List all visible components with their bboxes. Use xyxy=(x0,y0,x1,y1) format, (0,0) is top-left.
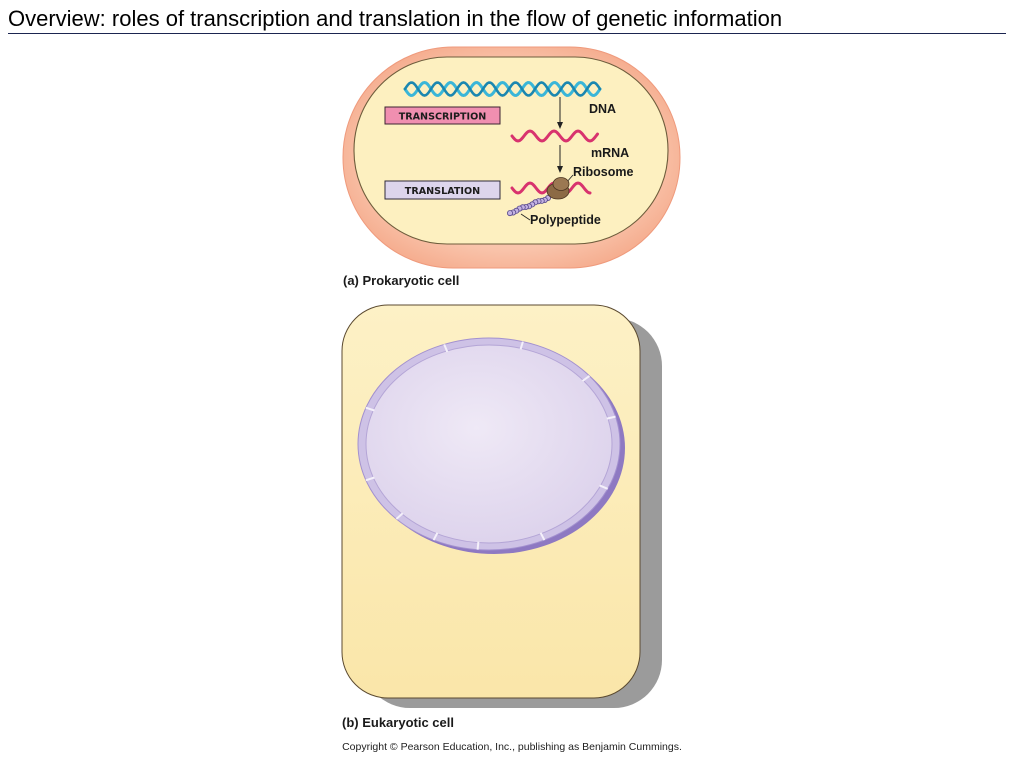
nucleoplasm xyxy=(365,344,613,544)
nuclear-pore xyxy=(476,541,480,550)
nuclear-pore xyxy=(365,406,375,412)
ribosome xyxy=(546,177,570,200)
nuclear-pore xyxy=(519,341,524,350)
dna-helix xyxy=(403,80,602,98)
caption-eukaryotic: (b) Eukaryotic cell xyxy=(342,715,454,730)
nuclear-pore xyxy=(599,484,609,490)
copyright-notice: Copyright © Pearson Education, Inc., pub… xyxy=(342,741,682,753)
nuclear-pore xyxy=(606,415,616,420)
dna-strand xyxy=(403,80,602,98)
mrna-label: mRNA xyxy=(591,146,629,160)
nuclear-pore xyxy=(432,532,439,541)
nuclear-pore xyxy=(581,375,590,382)
translation-box: TRANSLATION xyxy=(384,180,501,200)
translation-label: TRANSLATION xyxy=(405,186,480,197)
caption-prokaryotic: (a) Prokaryotic cell xyxy=(343,273,459,288)
nuclear-pore xyxy=(539,532,546,541)
transcription-arrow xyxy=(557,97,563,129)
mrna-strand xyxy=(510,129,599,143)
translation-arrow xyxy=(557,145,563,173)
nuclear-pore xyxy=(365,476,375,482)
polypeptide-label: Polypeptide xyxy=(530,213,601,227)
slide-title: Overview: roles of transcription and tra… xyxy=(8,6,1006,34)
eukaryotic-cell: (b) Eukaryotic cell xyxy=(341,304,662,730)
nuclear-pore xyxy=(395,512,404,520)
dna-strand xyxy=(403,81,602,97)
nuclear-pores xyxy=(365,341,616,550)
polypeptide-bead xyxy=(506,210,513,217)
ribosome-label: Ribosome xyxy=(573,165,633,179)
prokaryotic-cell: TRANSCRIPTION DNA mRNA TRANSLATION Ribos… xyxy=(342,46,681,288)
polypeptide-chain xyxy=(506,194,552,217)
polypeptide-leader-line xyxy=(520,213,531,221)
transcription-box: TRANSCRIPTION xyxy=(384,106,501,125)
dna-label: DNA xyxy=(589,102,616,116)
nuclear-pore xyxy=(443,344,449,353)
transcription-label: TRANSCRIPTION xyxy=(399,111,487,122)
nucleus xyxy=(357,337,625,554)
